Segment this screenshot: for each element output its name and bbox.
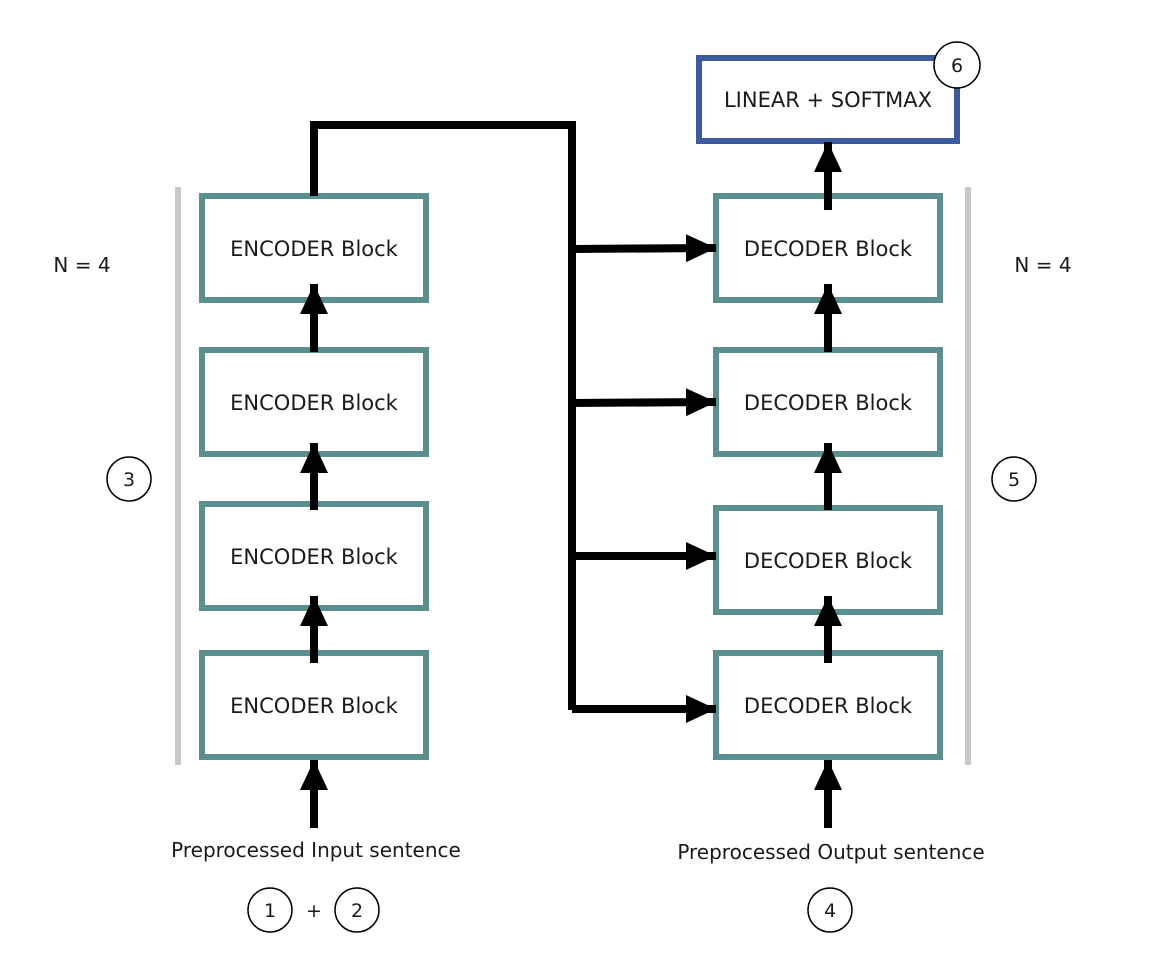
cross-arrow-2 — [571, 388, 717, 417]
encoder-block-2-label: ENCODER Block — [230, 391, 399, 415]
encoder-block-1 — [199, 193, 429, 303]
linear-softmax-box — [696, 55, 960, 144]
decoder-stack: DECODER Block DECODER Block DECODER Bloc… — [713, 193, 943, 760]
decoder-block-1 — [713, 193, 943, 303]
encoder-block-1-label: ENCODER Block — [230, 237, 399, 261]
marker-3: 3 — [123, 469, 135, 491]
decoder-count-label: N = 4 — [1014, 253, 1071, 277]
marker-4-circle — [807, 887, 853, 933]
marker-6: 6 — [951, 55, 963, 77]
decoder-block-3 — [713, 505, 943, 615]
linear-softmax-label: LINEAR + SOFTMAX — [724, 88, 932, 112]
marker-2: 2 — [351, 900, 363, 922]
encoder-input-caption: Preprocessed Input sentence — [171, 838, 461, 862]
encoder-block-3-label: ENCODER Block — [230, 545, 399, 569]
decoder-input-caption: Preprocessed Output sentence — [677, 840, 984, 864]
decoder-block-1-label: DECODER Block — [744, 237, 913, 261]
marker-1: 1 — [264, 900, 276, 922]
decoder-block-2 — [713, 347, 943, 457]
encoder-block-3 — [199, 501, 429, 611]
encoder-block-4 — [199, 650, 429, 760]
decoder-block-2-label: DECODER Block — [744, 391, 913, 415]
decoder-block-4-label: DECODER Block — [744, 694, 913, 718]
encoder-output-connector — [310, 121, 576, 710]
marker-3-circle — [106, 456, 152, 502]
marker-4: 4 — [824, 900, 836, 922]
encoder-stack: ENCODER Block ENCODER Block ENCODER Bloc… — [199, 193, 429, 760]
plus-sign: + — [306, 900, 322, 922]
marker-5-circle — [991, 456, 1037, 502]
marker-5: 5 — [1008, 469, 1020, 491]
marker-6-circle — [933, 41, 981, 89]
encoder-block-4-label: ENCODER Block — [230, 694, 399, 718]
decoder-block-3-label: DECODER Block — [744, 549, 913, 573]
cross-arrow-1 — [571, 234, 717, 263]
marker-2-circle — [334, 887, 380, 933]
encoder-count-label: N = 4 — [53, 253, 110, 277]
marker-1-circle — [247, 887, 293, 933]
